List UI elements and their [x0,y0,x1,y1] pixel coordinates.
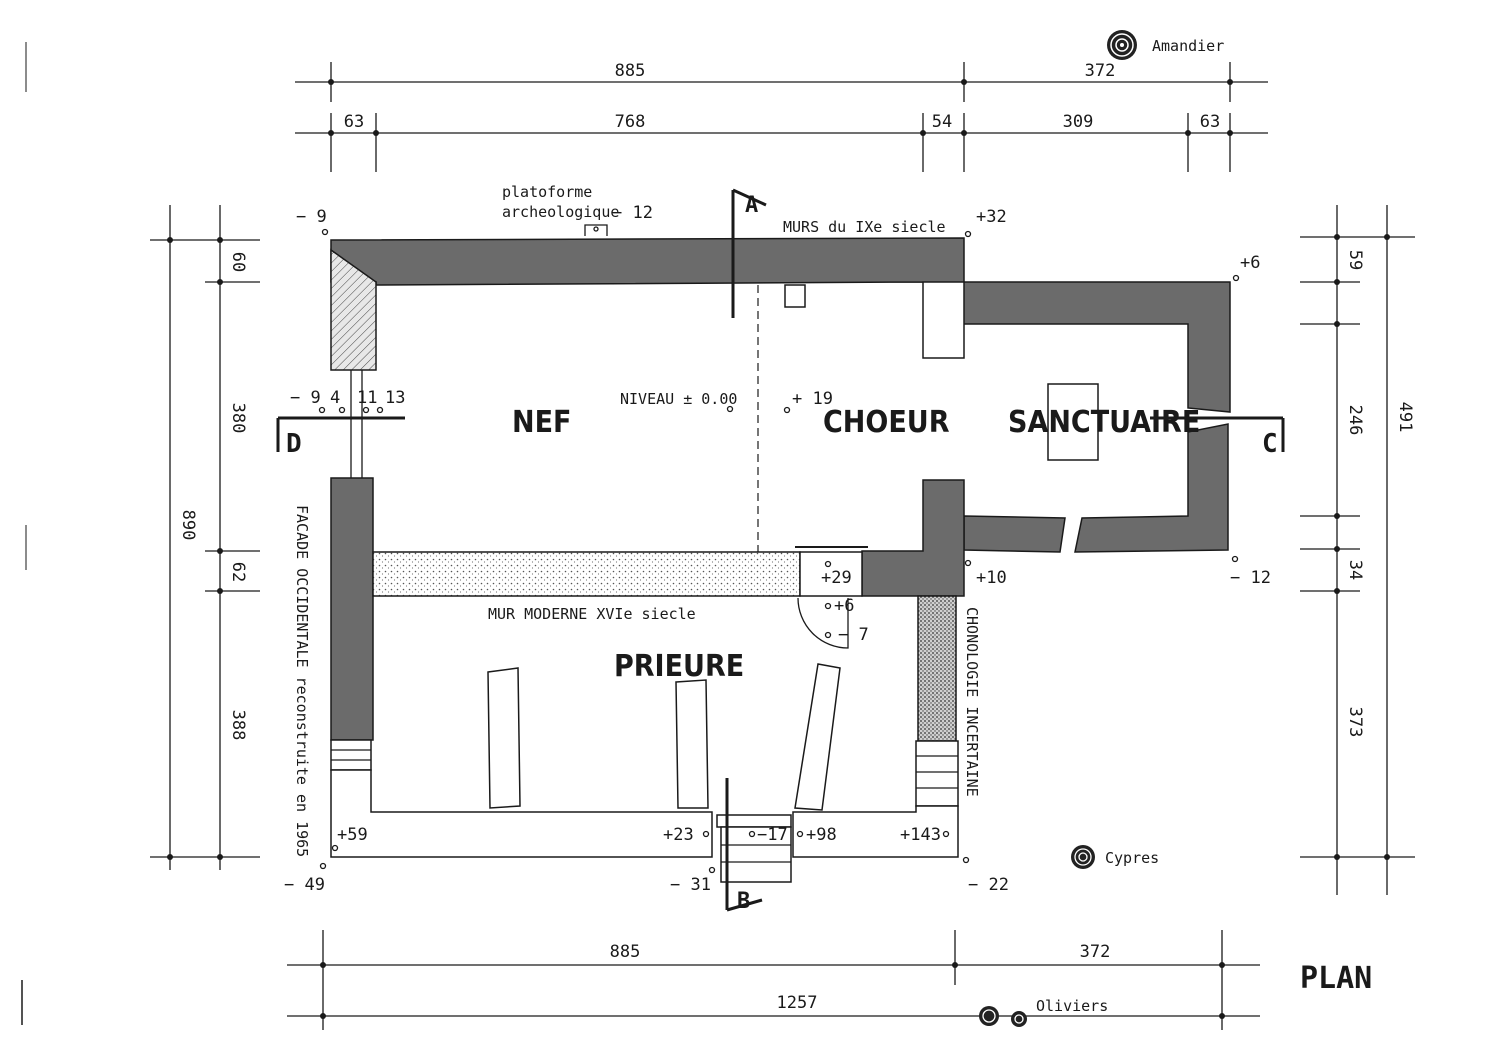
right-dimensions: 491 59 246 34 373 [1300,205,1415,895]
murs-ixe-label: MURS du IXe siecle [783,218,946,236]
altar [1047,383,1099,461]
dim-top-309: 309 [1063,112,1094,132]
dim-top-768: 768 [615,112,646,132]
sanctuaire-label: SANCTUAIRE [1008,405,1200,440]
prieure-label: PRIEURE [614,649,744,684]
dim-bottom-372: 372 [1080,942,1111,962]
oliviers-label: Oliviers [1036,997,1108,1015]
level-door-4: 13 [385,388,405,408]
section-a-label: A [745,193,758,218]
top-dimensions: 885 372 63 768 54 309 63 [295,61,1268,172]
nef-label: NEF [512,405,571,440]
level-prieure-door-w: +23 [663,825,694,845]
level-ne: +32 [976,207,1007,227]
dim-bottom-1257: 1257 [777,993,818,1013]
level-choeur: + 19 [792,389,833,409]
dim-left-388: 388 [228,710,248,741]
dim-right-373: 373 [1345,707,1365,738]
section-markers: A B C D [276,188,1285,914]
level-step-1: +29 [821,568,852,588]
dim-left-60: 60 [228,252,248,272]
plan-title: PLAN [1300,961,1372,996]
prieure-walls [330,663,959,883]
mur-moderne-label: MUR MODERNE XVIe siecle [488,605,696,623]
dim-right-34: 34 [1345,560,1365,580]
level-nw: − 9 [296,207,327,227]
modern-wall-xvie [372,551,801,597]
dim-left-380: 380 [228,403,248,434]
west-facade-wall [330,248,377,771]
choeur-niche [784,284,806,308]
section-b-label: B [737,889,750,914]
dim-right-59: 59 [1345,250,1365,270]
level-door-1: − 9 [290,388,321,408]
facade-label: FACADE OCCIDENTALE reconstruite en 1965 [293,505,311,857]
amandier-tree-icon [1107,30,1137,60]
level-sanct-se: − 12 [1230,568,1271,588]
dim-top-63-left: 63 [344,112,364,132]
level-sanct-ne: +6 [1240,253,1260,273]
level-prieure-se-in: +143 [900,825,941,845]
walls-ixe-siecle [330,237,1231,597]
amandier-label: Amandier [1152,37,1224,55]
door-arc [797,597,849,649]
level-prieure-door: −17 [757,825,788,845]
cypres-label: Cypres [1105,849,1159,867]
level-plateforme: − 12 [612,203,653,223]
dim-left-62: 62 [228,562,248,582]
level-step-2: +6 [834,596,854,616]
oliviers-tree-icon [979,1006,1027,1027]
dim-top-372: 372 [1085,61,1116,81]
bottom-dimensions: 885 372 1257 [287,930,1260,1030]
level-sw: − 49 [284,875,325,895]
level-door-outside: − 31 [670,875,711,895]
dim-right-246: 246 [1345,405,1365,436]
level-marks: − 9 − 12 +32 +6 − 9 4 11 13 + 19 +29 +6 … [284,203,1271,895]
uncertain-chronology-wall [917,595,957,742]
level-choeur-se: +10 [976,568,1007,588]
level-door-2: 4 [330,388,340,408]
dim-top-885: 885 [615,61,646,81]
niveau-label: NIVEAU ± 0.00 [620,390,737,408]
level-prieure-sw-in: +59 [337,825,368,845]
level-step-3: − 7 [838,625,869,645]
level-prieure-door-e: +98 [806,825,837,845]
dim-top-54: 54 [932,112,952,132]
plateforme-label-line1: platoforme [502,183,592,201]
section-c-label: C [1262,429,1278,459]
dim-right-491: 491 [1395,402,1415,433]
choeur-label: CHOEUR [823,405,950,440]
level-door-3: 11 [357,388,377,408]
dim-left-890: 890 [178,510,198,541]
dim-bottom-885: 885 [610,942,641,962]
choeur-step [799,551,863,597]
left-dimensions: 890 60 380 62 388 [150,205,260,870]
dim-top-63-right: 63 [1200,112,1220,132]
plateforme-label-line2: archeologique [502,203,619,221]
level-se: − 22 [968,875,1009,895]
cypres-tree-icon [1071,845,1095,869]
section-d-label: D [286,429,302,459]
chronologie-label: CHONOLOGIE INCERTAINE [963,607,981,797]
